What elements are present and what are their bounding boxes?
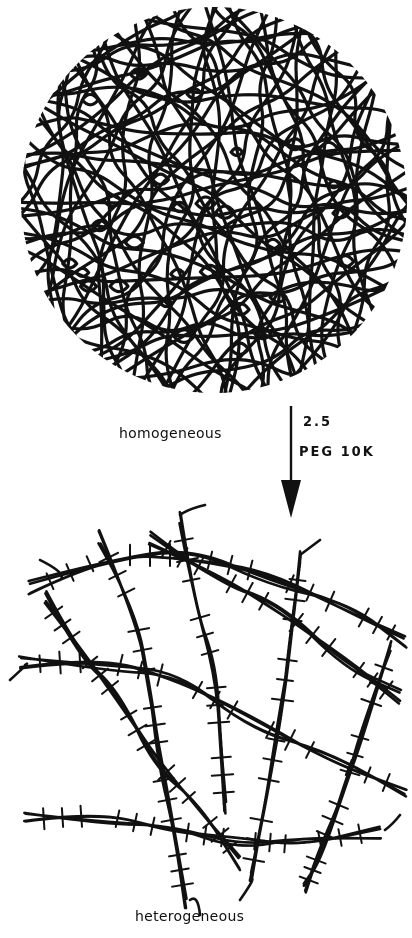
loose-fibre-end [180, 505, 205, 515]
bundle-crosslink [207, 687, 226, 688]
bundle-crosslink [272, 699, 293, 702]
arrow-head [281, 480, 301, 518]
loose-fibre-end [300, 540, 320, 555]
transition-arrow [281, 406, 301, 518]
bundled-fibre-strand [99, 531, 186, 908]
bundle-crosslink [144, 706, 161, 708]
bundle-crosslink [81, 806, 83, 827]
bundled-fibre-strand [101, 544, 187, 899]
heterogeneous-network-illustration [10, 505, 406, 915]
bundle-crosslink [278, 659, 297, 661]
bundled-fibre-strand [99, 543, 186, 897]
bundle-crosslink [208, 722, 229, 723]
loose-fibre-end [240, 879, 252, 900]
bundled-fibre-strand [30, 557, 403, 639]
homogeneous-fibre [39, 0, 71, 393]
loose-fibre-end [10, 664, 27, 680]
bundled-fibre-strand [149, 544, 400, 701]
bundle-crosslink [277, 679, 293, 681]
homogeneous-network-illustration [0, 0, 412, 464]
bundle-crosslink [145, 724, 165, 727]
bundle-crosslink [43, 808, 44, 829]
bundle-crosslink [212, 757, 231, 758]
bundled-fibre-strand [29, 552, 407, 648]
bundle-crosslink [207, 704, 228, 705]
fibre-loop [76, 268, 89, 276]
bundle-crosslink [212, 774, 233, 776]
fibre-loop [171, 269, 185, 278]
fibre-loop [328, 181, 339, 188]
fibre-loop [266, 239, 280, 248]
transition-condition-concentration: 2.5 [303, 415, 332, 430]
bundle-crosslink [186, 824, 189, 842]
bundle-crosslink [214, 792, 234, 793]
bundle-crosslink [62, 808, 63, 827]
bundle-crosslink [285, 599, 304, 601]
transition-condition-polymer: PEG 10K [299, 445, 375, 460]
bundle-crosslink [169, 854, 186, 857]
heterogeneous-label: heterogeneous [135, 909, 244, 925]
bundle-crosslink [40, 655, 41, 672]
homogeneous-label: homogeneous [119, 426, 222, 442]
loose-fibre-end [385, 815, 400, 830]
bundle-crosslink [284, 835, 285, 852]
fibre-loop [82, 94, 98, 104]
bundle-crosslink [269, 834, 270, 852]
bundle-crosslink [59, 652, 60, 674]
fibre-loop [125, 236, 143, 248]
bundled-fibre-strand [99, 530, 185, 908]
